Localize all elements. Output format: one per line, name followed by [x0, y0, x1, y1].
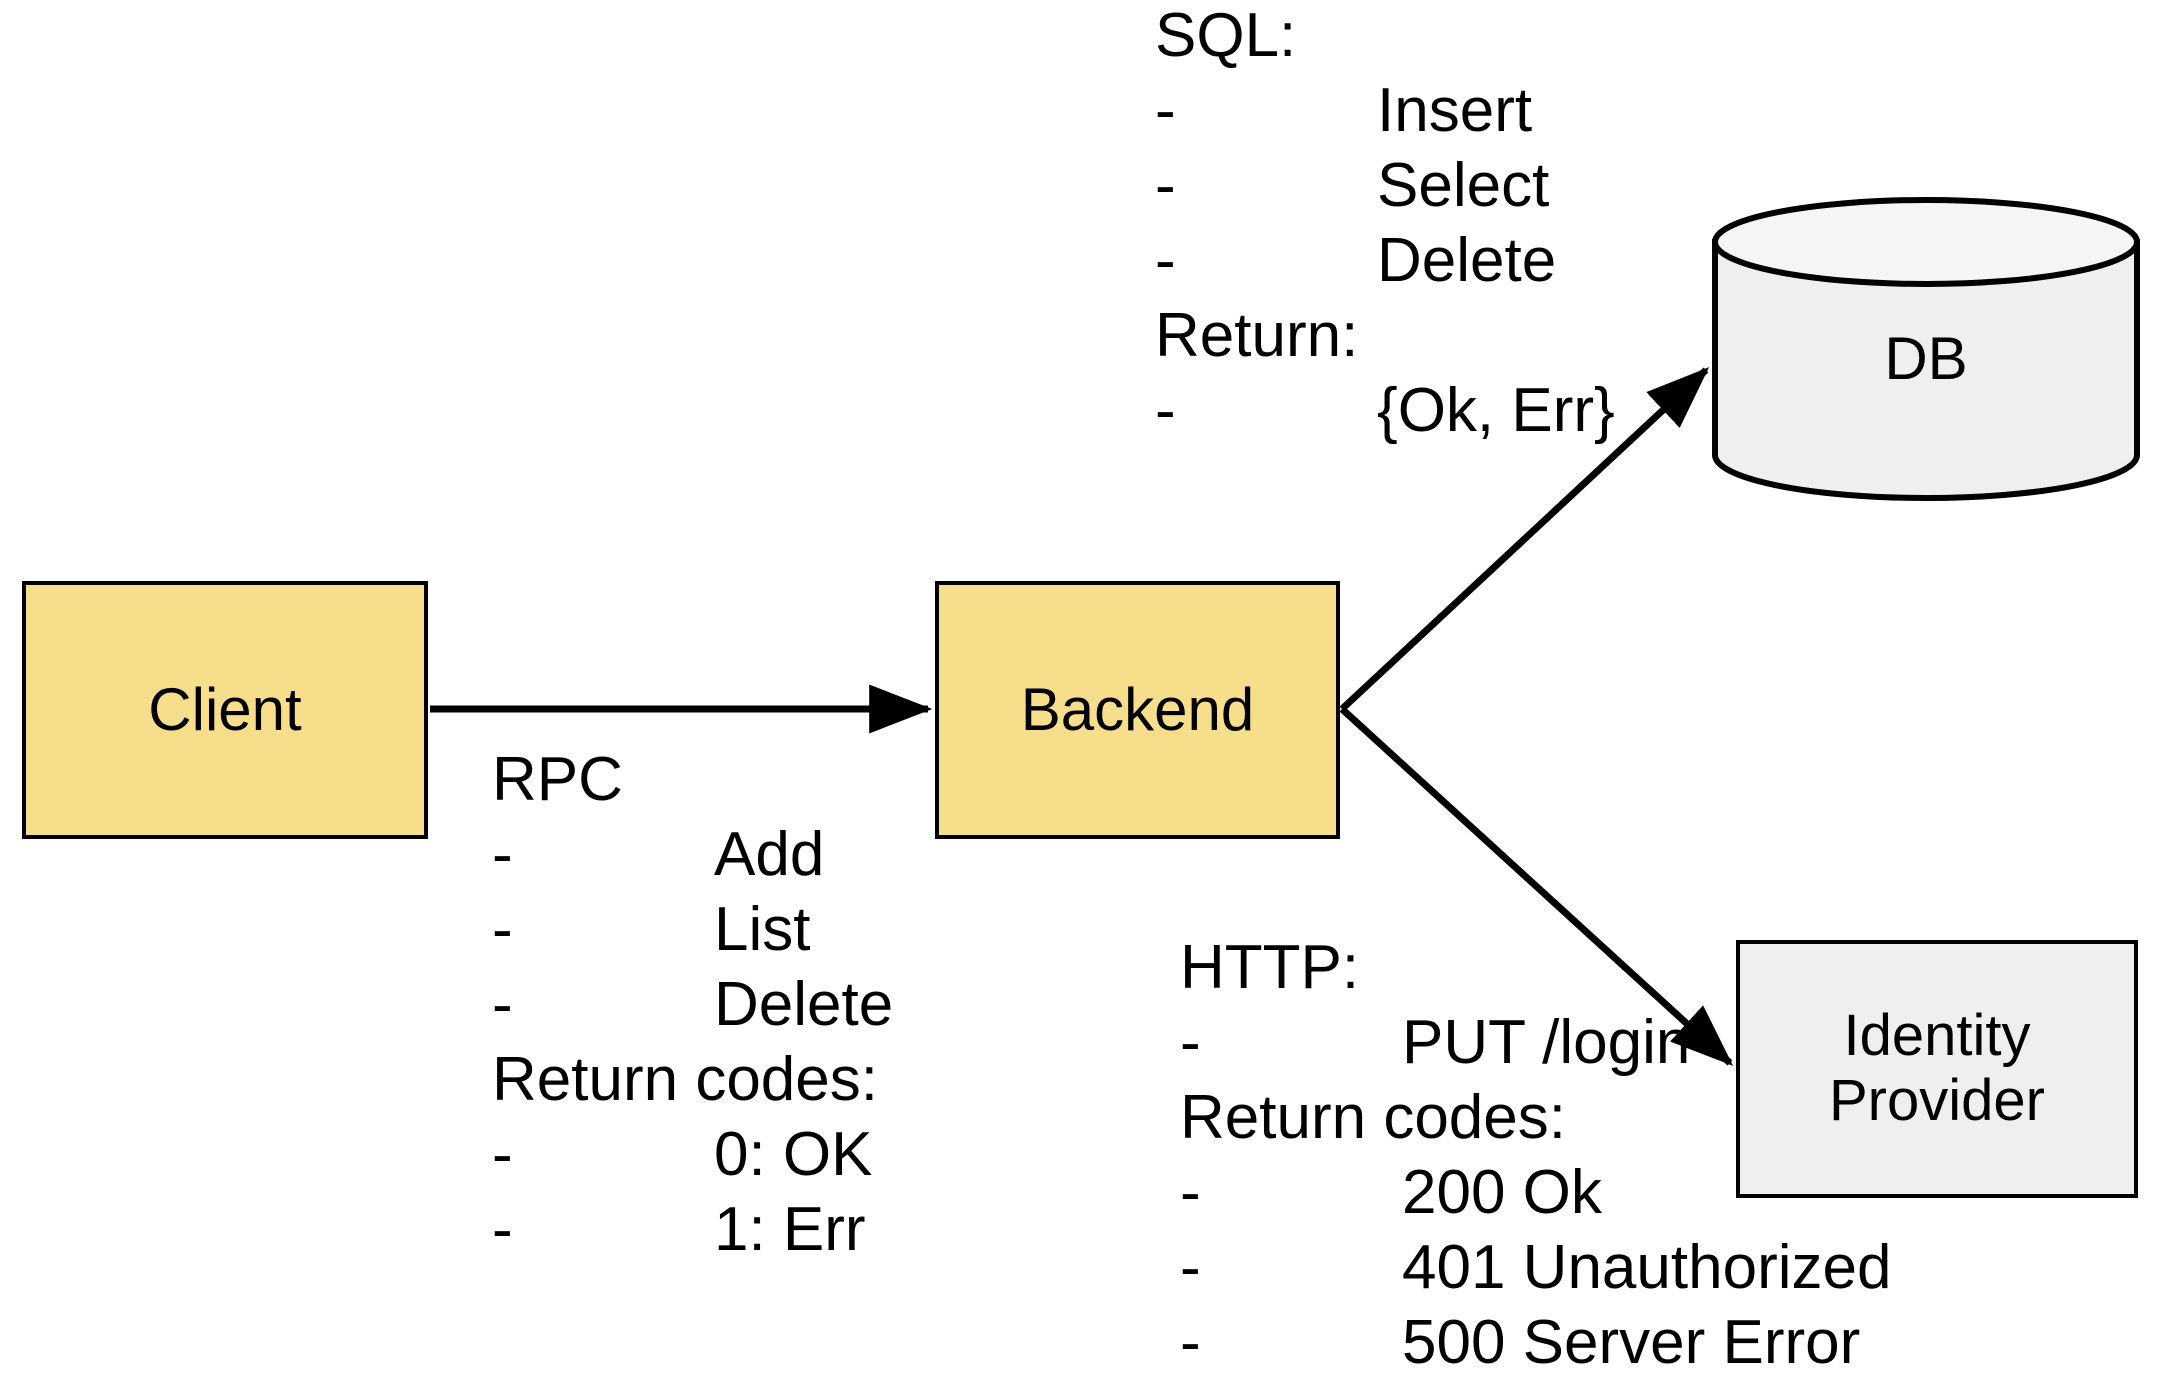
annotation-rpc: RPC - Add - List - Delete Return codes: …	[492, 742, 893, 1267]
annotation-sql-subitem-0: - {Ok, Err}	[1155, 373, 1615, 448]
annotation-rpc-subitem-0: - 0: OK	[492, 1117, 893, 1192]
node-db-label: DB	[1884, 325, 1968, 392]
node-identity-provider-label-line2: Provider	[1829, 1068, 2045, 1133]
node-backend[interactable]: Backend	[935, 581, 1340, 839]
bullet-dash-icon: -	[1180, 1158, 1201, 1227]
annotation-sql-subheading: Return:	[1155, 301, 1359, 370]
annotation-rpc-subheading: Return codes:	[492, 1045, 878, 1114]
annotation-http-subitem-0: - 200 Ok	[1180, 1155, 1891, 1230]
node-client[interactable]: Client	[22, 581, 428, 839]
annotation-sql: SQL: - Insert - Select - Delete Return: …	[1155, 0, 1615, 448]
bullet-dash-icon: -	[492, 1195, 513, 1264]
annotation-http: HTTP: - PUT /login Return codes: - 200 O…	[1180, 930, 1891, 1380]
annotation-http-subheading: Return codes:	[1180, 1083, 1566, 1152]
bullet-dash-icon: -	[492, 895, 513, 964]
bullet-dash-icon: -	[1155, 76, 1176, 145]
annotation-rpc-item-2: - Delete	[492, 967, 893, 1042]
annotation-rpc-subitem-1: - 1: Err	[492, 1192, 893, 1267]
annotation-sql-item-2: - Delete	[1155, 223, 1615, 298]
node-db[interactable]: DB	[1711, 196, 2141, 501]
bullet-dash-icon: -	[1180, 1008, 1201, 1077]
node-backend-label: Backend	[1020, 676, 1255, 744]
annotation-rpc-heading: RPC	[492, 745, 623, 814]
annotation-rpc-item-1: - List	[492, 892, 893, 967]
node-db-label-wrap: DB	[1711, 196, 2141, 501]
bullet-dash-icon: -	[492, 1120, 513, 1189]
node-identity-provider-label-line1: Identity	[1843, 1003, 2031, 1069]
bullet-dash-icon: -	[1180, 1233, 1201, 1302]
annotation-sql-item-0: - Insert	[1155, 73, 1615, 148]
annotation-http-heading: HTTP:	[1180, 933, 1360, 1002]
annotation-http-subitem-1: - 401 Unauthorized	[1180, 1230, 1891, 1305]
bullet-dash-icon: -	[1155, 151, 1176, 220]
annotation-rpc-item-0: - Add	[492, 817, 893, 892]
annotation-http-subitem-2: - 500 Server Error	[1180, 1305, 1891, 1380]
cylinder-shape	[1712, 197, 2140, 501]
bullet-dash-icon: -	[1155, 226, 1176, 295]
bullet-dash-icon: -	[492, 970, 513, 1039]
node-identity-provider-label-wrap: Identity Provider	[1829, 1003, 2045, 1134]
annotation-http-item-0: - PUT /login	[1180, 1005, 1891, 1080]
bullet-dash-icon: -	[492, 820, 513, 889]
annotation-sql-item-1: - Select	[1155, 148, 1615, 223]
bullet-dash-icon: -	[1180, 1308, 1201, 1377]
node-identity-provider[interactable]: Identity Provider	[1736, 940, 2138, 1198]
bullet-dash-icon: -	[1155, 376, 1176, 445]
annotation-sql-heading: SQL:	[1155, 1, 1297, 70]
node-client-label: Client	[148, 676, 302, 744]
